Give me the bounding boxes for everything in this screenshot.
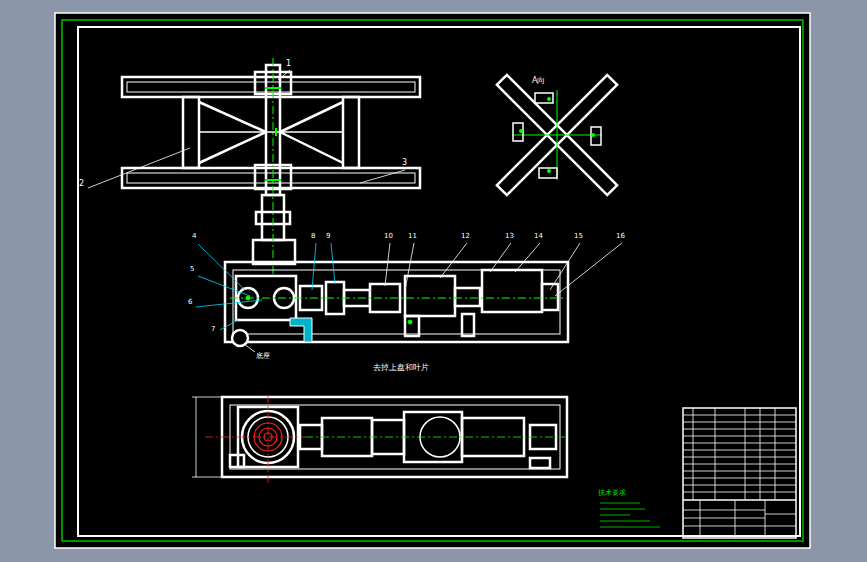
- side-center-lines: [230, 296, 565, 324]
- callout-number: 16: [616, 233, 625, 240]
- callout-number: 6: [188, 299, 192, 306]
- part-label: 底座: [256, 353, 270, 360]
- callout-leaders: [196, 243, 335, 330]
- callout-number: 1: [286, 60, 291, 68]
- paddle-frame: [122, 65, 420, 264]
- callout-number: 14: [534, 233, 543, 240]
- notes-lines: [600, 503, 660, 527]
- callout-number: 2: [79, 180, 84, 188]
- notes-heading: 技术要求: [598, 490, 626, 497]
- bore-circles: [205, 395, 305, 485]
- view-label: A向: [532, 77, 545, 85]
- dimension-line: [192, 397, 222, 477]
- cross-blades: [497, 75, 617, 195]
- outer-frame: [62, 20, 803, 541]
- callout-number: 5: [190, 266, 194, 273]
- bearing-seat: [290, 318, 312, 342]
- callout-number: 8: [311, 233, 315, 240]
- callout-number: 10: [384, 233, 393, 240]
- center-line: [305, 437, 565, 438]
- title-block: [683, 408, 796, 538]
- callout-number: 12: [461, 233, 470, 240]
- callout-number: 4: [192, 233, 196, 240]
- sheet: [55, 13, 810, 548]
- inner-frame: [78, 27, 800, 536]
- callout-number: 15: [574, 233, 583, 240]
- callout-number: 11: [408, 233, 417, 240]
- callout-number: 3: [402, 159, 407, 167]
- side-view: [225, 262, 568, 346]
- view-caption: 去掉上盘和叶片: [373, 364, 429, 372]
- callout-number: 7: [211, 326, 215, 333]
- leader-lines: [88, 70, 405, 188]
- callout-leaders: [244, 243, 622, 352]
- callout-number: 9: [326, 233, 330, 240]
- callout-number: 13: [505, 233, 514, 240]
